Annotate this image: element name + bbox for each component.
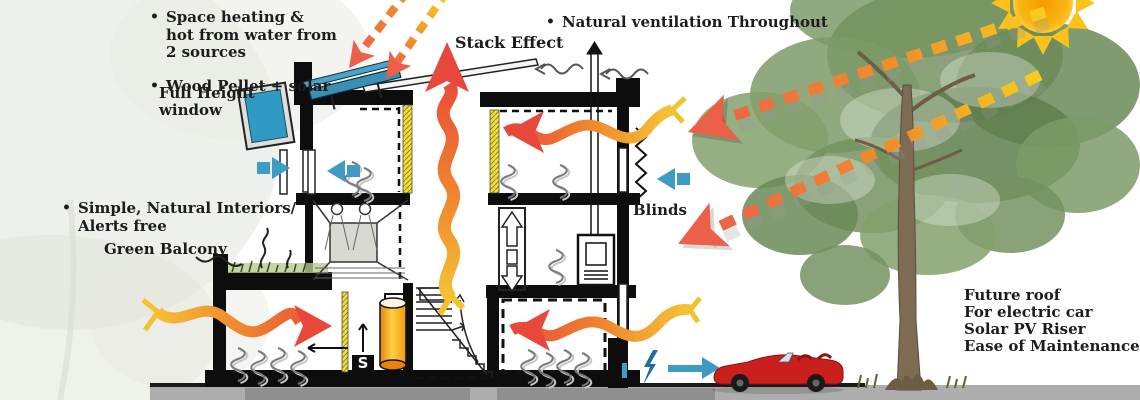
heating-note-2: • Wood Pellet + solar	[150, 77, 337, 96]
perspective-room	[312, 199, 409, 281]
dashed-sunray-arrows	[338, 0, 1051, 270]
duct-arrows	[498, 207, 526, 293]
bullet-icon: •	[150, 9, 159, 26]
wind-wave-icons	[535, 63, 649, 80]
blinds-icon	[634, 127, 648, 201]
stove-letter: S	[357, 354, 369, 372]
tree-trunk	[896, 84, 922, 391]
full-height-window	[236, 81, 296, 151]
interiors-note: • Simple, Natural Interiors/ Alerts free	[62, 183, 296, 252]
ventilation-note-text: Natural ventilation Throughout	[561, 13, 828, 32]
blinds-label: Blinds	[633, 201, 687, 219]
tree	[692, 0, 1140, 391]
insulation-strips	[341, 104, 500, 373]
interiors-note-text: Simple, Natural Interiors/ Alerts free	[77, 199, 297, 235]
ventilation-note: • Natural ventilation Throughout	[546, 0, 828, 49]
full-height-window-label: Full Height window	[159, 84, 255, 120]
lightning-icon	[643, 350, 658, 385]
heating-note-1-text: Space heating & hot from water from 2 so…	[165, 8, 337, 61]
ev-charging	[622, 350, 720, 385]
stack-effect-label: Stack Effect	[455, 33, 564, 52]
future-roof-note: Future roof For electric car Solar PV Ri…	[964, 286, 1140, 355]
grass-tufts	[857, 373, 967, 389]
car	[712, 352, 844, 394]
wood-stove	[576, 41, 616, 290]
bullet-icon: •	[150, 78, 159, 95]
bullet-icon: •	[62, 200, 71, 217]
dashed-lines	[360, 107, 612, 380]
hot-water-tank	[379, 293, 407, 371]
heating-notes: • Space heating & hot from water from 2 …	[150, 0, 337, 113]
heating-note-1: • Space heating & hot from water from 2 …	[150, 9, 337, 61]
stove-s-box	[307, 323, 374, 377]
heating-note-2-text: Wood Pellet + solar	[165, 77, 331, 96]
green-balcony-label: Green Balcony	[104, 240, 227, 258]
wall-windows	[279, 147, 628, 337]
stack-effect-ribbon-arrow	[425, 42, 469, 316]
solar-panel	[302, 59, 402, 110]
balcony-plants	[195, 227, 328, 273]
bullet-icon: •	[546, 14, 555, 31]
heat-ribbon-arrows	[141, 96, 702, 351]
